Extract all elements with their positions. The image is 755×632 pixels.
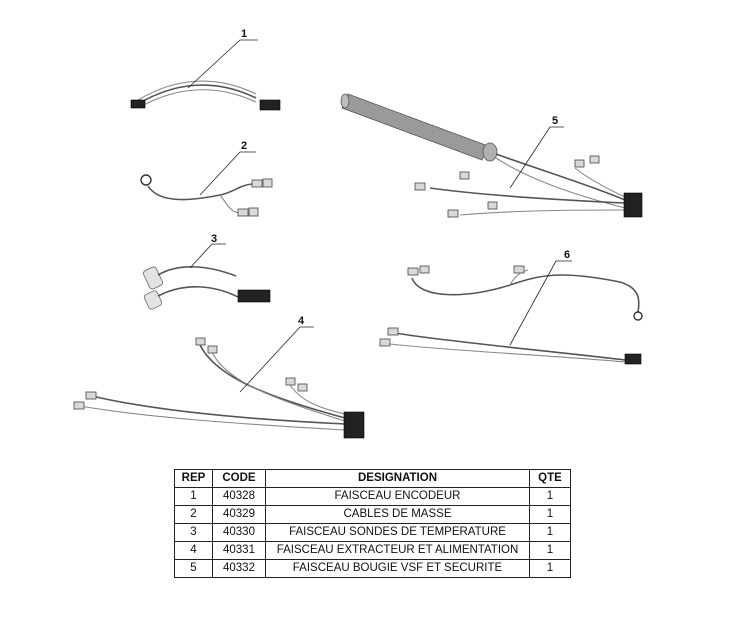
part-3-temperature-probes-harness: 3 bbox=[143, 233, 271, 310]
cell-designation: FAISCEAU ENCODEUR bbox=[265, 487, 530, 506]
part-5-glow-plug-safety-harness: 5 bbox=[340, 93, 643, 218]
part-4-extractor-power-harness: 4 bbox=[73, 315, 365, 439]
cell-qte: 1 bbox=[529, 505, 571, 524]
callout-2: 2 bbox=[241, 140, 247, 152]
cell-rep: 4 bbox=[174, 541, 213, 560]
cell-qte: 1 bbox=[529, 541, 571, 560]
cell-rep: 1 bbox=[174, 487, 213, 506]
callout-5: 5 bbox=[552, 115, 558, 127]
cell-qte: 1 bbox=[529, 523, 571, 542]
table-row: 4 40331 FAISCEAU EXTRACTEUR ET ALIMENTAT… bbox=[174, 541, 571, 560]
callout-1: 1 bbox=[241, 28, 247, 40]
table-row: 2 40329 CABLES DE MASSE 1 bbox=[174, 505, 571, 524]
cell-qte: 1 bbox=[529, 487, 571, 506]
callout-4: 4 bbox=[298, 315, 305, 327]
part-6-harness: 6 bbox=[379, 249, 643, 365]
callout-3: 3 bbox=[211, 233, 217, 245]
table-row: 5 40332 FAISCEAU BOUGIE VSF ET SECURITE … bbox=[174, 559, 571, 578]
cell-rep: 3 bbox=[174, 523, 213, 542]
cell-code: 40329 bbox=[212, 505, 266, 524]
cell-code: 40328 bbox=[212, 487, 266, 506]
header-rep: REP bbox=[174, 469, 213, 488]
header-designation: DESIGNATION bbox=[265, 469, 530, 488]
harness-exploded-diagram: 1 2 3 4 bbox=[73, 28, 643, 439]
table-row: 3 40330 FAISCEAU SONDES DE TEMPERATURE 1 bbox=[174, 523, 571, 542]
cell-code: 40331 bbox=[212, 541, 266, 560]
cell-rep: 2 bbox=[174, 505, 213, 524]
cell-designation: FAISCEAU BOUGIE VSF ET SECURITE bbox=[265, 559, 530, 578]
header-qte: QTE bbox=[529, 469, 571, 488]
part-2-ground-cables: 2 bbox=[140, 140, 273, 217]
cell-designation: FAISCEAU SONDES DE TEMPERATURE bbox=[265, 523, 530, 542]
cell-designation: FAISCEAU EXTRACTEUR ET ALIMENTATION bbox=[265, 541, 530, 560]
cell-rep: 5 bbox=[174, 559, 213, 578]
callout-6: 6 bbox=[564, 249, 570, 261]
header-code: CODE bbox=[212, 469, 266, 488]
cell-code: 40332 bbox=[212, 559, 266, 578]
cell-code: 40330 bbox=[212, 523, 266, 542]
cell-designation: CABLES DE MASSE bbox=[265, 505, 530, 524]
parts-table: REP CODE DESIGNATION QTE 1 40328 FAISCEA… bbox=[174, 469, 571, 578]
table-row: 1 40328 FAISCEAU ENCODEUR 1 bbox=[174, 487, 571, 506]
cell-qte: 1 bbox=[529, 559, 571, 578]
parts-table-header: REP CODE DESIGNATION QTE bbox=[174, 469, 571, 488]
part-1-encoder-harness: 1 bbox=[130, 28, 281, 111]
